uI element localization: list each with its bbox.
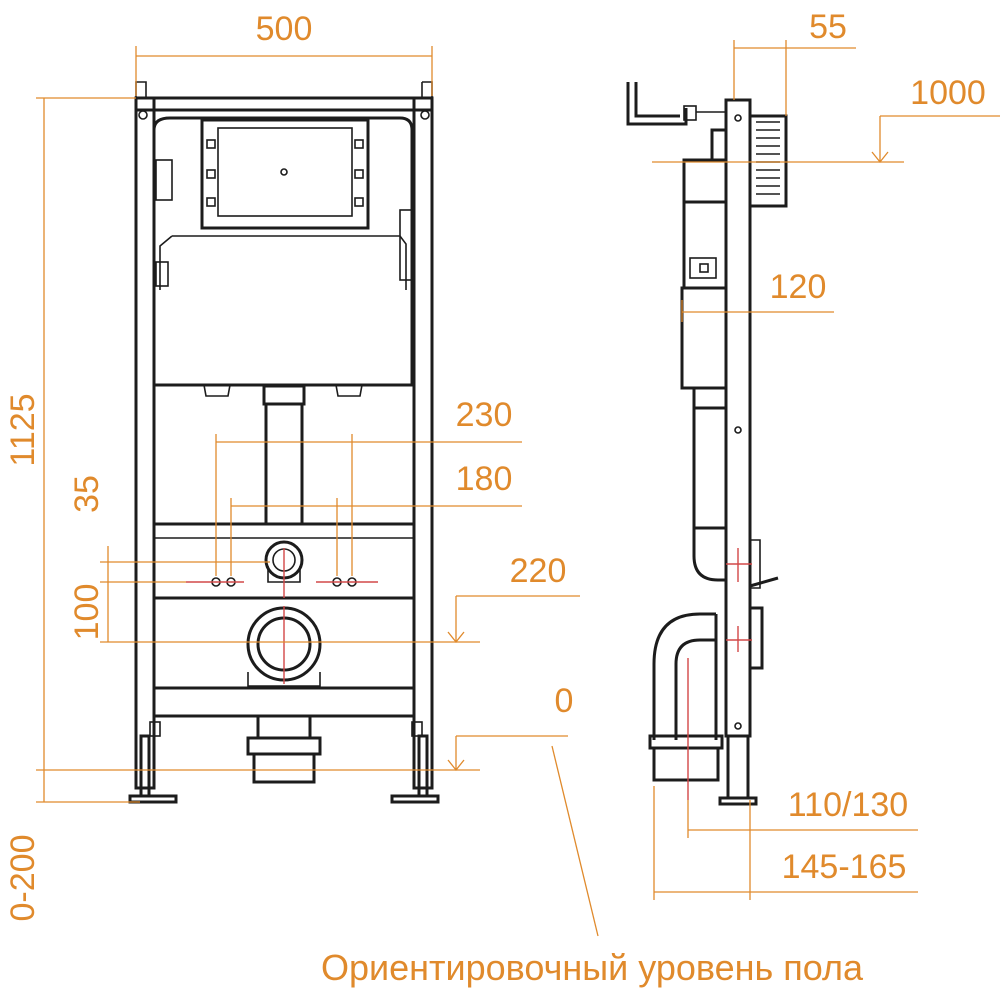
right-leg-lock xyxy=(411,721,423,737)
cistern-feet xyxy=(203,384,363,397)
flush-depth-label: 120 xyxy=(770,268,827,306)
top-mount-tabs xyxy=(135,81,433,98)
left-leg-lock xyxy=(149,721,161,737)
top-right-mount-hole xyxy=(420,110,430,120)
cistern-height-label: 1000 xyxy=(910,74,986,112)
side-dimensions xyxy=(551,40,1000,937)
dimension-labels: 500 1125 0-200 35 100 230 180 220 0 55 1… xyxy=(4,8,986,988)
flush-plate-frame xyxy=(748,114,788,208)
drain-pipe-flange xyxy=(246,736,322,756)
drain-pipe xyxy=(252,752,316,784)
drain-pipe-collar xyxy=(256,714,312,740)
right-upright xyxy=(412,96,434,790)
left-foot xyxy=(128,794,178,804)
right-foot xyxy=(390,794,440,804)
side-view xyxy=(626,82,788,806)
drain-elbow xyxy=(652,612,718,740)
wall-bracket-arm xyxy=(626,82,688,126)
opening-bolt-2 xyxy=(206,169,216,179)
cistern-shoulder xyxy=(159,235,407,290)
side-post-hole-mid xyxy=(734,426,742,434)
opening-bolt-6 xyxy=(354,197,364,207)
top-offset-label: 55 xyxy=(809,8,847,46)
floor-caption-leader xyxy=(551,745,599,937)
front-markers xyxy=(186,548,378,684)
side-flush-outlet xyxy=(749,576,779,588)
height-label: 1125 xyxy=(4,393,42,466)
cistern-lower xyxy=(680,286,728,390)
side-markers xyxy=(687,548,752,800)
flush-pipe-collar xyxy=(262,384,306,406)
drain-offset-label: 100 xyxy=(68,584,106,641)
opening-bolt-3 xyxy=(206,197,216,207)
top-crossbar xyxy=(134,96,434,112)
cistern-height-arrow xyxy=(871,115,1000,164)
drain-elbow-flange xyxy=(648,734,724,750)
drain-height-label: 220 xyxy=(510,552,567,590)
flush-plate-ribs xyxy=(756,121,780,195)
side-foot xyxy=(718,796,758,806)
floor-zero-arrow xyxy=(447,735,568,772)
wall-bracket-nut xyxy=(683,105,697,121)
floor-adjust-label: 0-200 xyxy=(4,835,42,922)
stud-offset-label: 35 xyxy=(68,475,106,513)
side-leg xyxy=(726,734,750,800)
left-upright xyxy=(134,96,156,790)
side-post-hole-top xyxy=(734,114,742,122)
studs-outer-label: 230 xyxy=(456,396,513,434)
flush-opening xyxy=(200,118,370,230)
width-label: 500 xyxy=(256,10,313,48)
floor-zero-label: 0 xyxy=(555,682,574,720)
side-flush-pipe xyxy=(692,406,728,530)
right-bracket-fitting xyxy=(399,209,413,281)
pipe-diameter-label: 110/130 xyxy=(788,786,908,824)
side-outlet-clip xyxy=(750,539,761,589)
water-inlet-fitting xyxy=(155,159,173,201)
floor-level-caption: Ориентировочный уровень пола xyxy=(321,947,864,988)
cistern-outlet-collar xyxy=(692,386,728,410)
cistern-upper xyxy=(682,158,728,204)
flush-center-mark xyxy=(280,168,288,176)
flush-opening-inner xyxy=(217,127,353,217)
cistern-top-fitting xyxy=(710,128,728,162)
top-left-mount-hole xyxy=(138,110,148,120)
studs-inner-label: 180 xyxy=(456,460,513,498)
opening-bolt-1 xyxy=(206,139,216,149)
drain-height-arrow xyxy=(447,595,580,644)
left-bracket-fitting xyxy=(155,261,169,287)
side-drain-clip xyxy=(748,606,764,670)
depth-range-label: 145-165 xyxy=(782,848,907,886)
drain-bracket xyxy=(247,672,321,687)
front-dimensions xyxy=(36,46,580,803)
side-post-hole-bottom xyxy=(734,722,742,730)
cistern-valve xyxy=(689,257,717,279)
bottom-crossbar xyxy=(152,686,416,718)
opening-bolt-4 xyxy=(354,139,364,149)
opening-bolt-5 xyxy=(354,169,364,179)
cistern-body xyxy=(152,116,414,387)
cistern-valve-knob xyxy=(699,263,709,273)
drain-elbow-spigot xyxy=(652,746,720,782)
side-flush-bend xyxy=(692,528,728,582)
